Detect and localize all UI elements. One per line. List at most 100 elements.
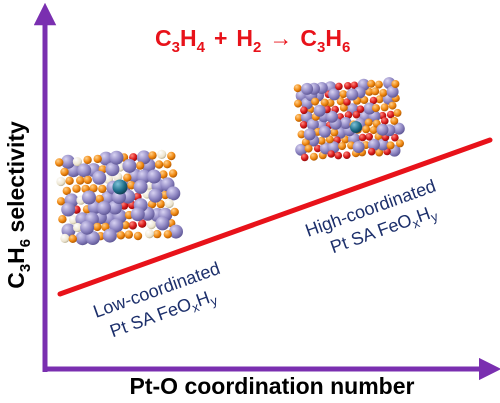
atom-icon [116,231,126,240]
atom-icon [133,179,148,194]
atom-icon [159,170,168,179]
atom-icon [167,151,176,161]
atom-icon [306,118,319,131]
atom-icon [313,144,322,153]
atom-icon [62,186,71,196]
reaction-c3h4-h: H [180,25,197,51]
atom-icon [367,147,376,156]
pt-single-atom-icon [350,121,362,133]
atom-icon [326,110,338,123]
atom-icon [393,108,402,117]
reaction-plus: + [214,25,227,51]
y-label-rest: selectivity [3,121,29,239]
x-axis-label: Pt-O coordination number [130,373,415,399]
reaction-c3h6-sub6: 6 [342,39,350,56]
atom-icon [386,141,395,150]
atom-icon [169,224,183,239]
y-label-sub6: 6 [17,239,34,247]
atom-icon [320,98,329,107]
reaction-c3h6-sub3: 3 [317,39,325,56]
atom-icon [164,198,174,209]
atom-icon [346,88,359,101]
atom-icon [391,80,400,88]
atom-icon [163,160,172,169]
high-label-sub-y: y [429,208,441,224]
atom-icon [133,231,143,241]
atom-icon [154,160,164,169]
atom-icon [350,81,359,90]
atom-icon [68,234,78,243]
atom-icon [77,163,92,178]
atom-icon [166,186,181,201]
y-label-sub3: 3 [17,264,34,272]
atom-icon [381,117,389,125]
low-label-sub-y: y [208,292,220,308]
atom-icon [313,104,326,117]
atom-icon [364,118,373,127]
atom-icon [60,233,70,243]
atom-icon [297,130,306,139]
atom-icon [135,161,145,170]
atom-icon [102,228,117,243]
atom-icon [148,151,157,160]
y-label-c: C [3,272,29,289]
atom-icon [92,170,107,185]
atom-icon [138,219,147,228]
reaction-h2-h: H [236,25,253,51]
atom-icon [309,152,318,161]
atom-icon [128,221,137,230]
atom-icon [334,151,343,160]
atom-icon [352,141,365,153]
atom-icon [105,162,120,177]
atom-icon [386,110,395,119]
reaction-c3h6-c: C [300,25,317,51]
atom-icon [360,96,369,104]
high-label-sub-x: x [410,215,422,231]
atom-icon [379,88,388,97]
atom-icon [56,197,66,206]
atom-icon [311,97,320,106]
atom-icon [358,133,367,142]
atom-icon [343,151,351,159]
atom-icon [352,110,361,119]
atom-icon [147,169,162,184]
atom-icon [83,155,92,165]
atom-icon [367,79,376,88]
atom-icon [93,222,102,232]
reaction-arrow: → [269,25,292,51]
atom-icon [301,138,310,147]
atom-icon [365,87,374,96]
atom-icon [109,150,124,165]
high-coordinated-cluster-icon [293,77,405,162]
atom-icon [55,158,64,167]
atom-icon [157,149,167,159]
reaction-c3h4-c: C [155,25,172,51]
atom-icon [304,144,313,153]
atom-icon [300,106,308,115]
atom-icon [72,157,82,167]
atom-icon [58,215,67,224]
atom-icon [380,103,389,112]
atom-icon [375,95,384,104]
atom-icon [61,154,75,169]
atom-icon [124,230,133,239]
high-coordinated-label: High-coordinated Pt SA FeOxHy [303,176,441,258]
atom-icon [95,194,104,204]
atom-icon [148,188,163,203]
atom-icon [146,220,156,230]
atom-icon [294,113,303,122]
atom-icon [356,105,365,113]
atom-icon [85,231,100,245]
atom-icon [338,142,347,151]
atom-icon [122,158,137,173]
low-label-sub-x: x [190,299,202,315]
atom-icon [76,176,85,185]
atom-icon [170,207,179,217]
reaction-c3h4-sub4: 4 [197,39,206,56]
atom-icon [153,229,162,239]
atom-icon [335,82,343,91]
y-label-h: H [3,247,29,264]
atom-icon [61,202,76,217]
reaction-c3h6-h: H [325,25,342,51]
